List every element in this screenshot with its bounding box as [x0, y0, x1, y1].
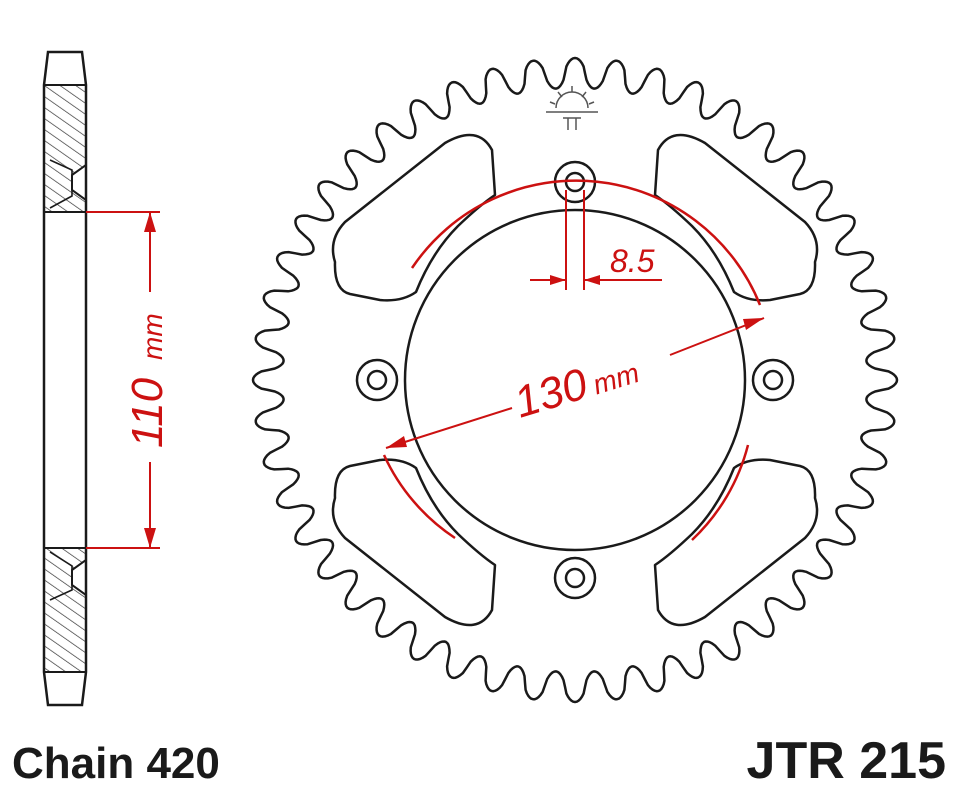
bolt-hole-bottom: [553, 556, 597, 600]
hub-height-value: 110: [123, 377, 172, 448]
side-profile: 110 mm: [42, 50, 172, 707]
hub-height-dimension: 110 mm: [86, 211, 172, 549]
part-number-label: JTR 215: [747, 732, 946, 790]
lightening-slots: [331, 133, 819, 627]
slot-top-left: [331, 133, 497, 302]
sprocket-front-view: 130 mm 8.5: [251, 56, 899, 704]
pcd-dimension: 130 mm: [385, 317, 765, 449]
jt-sun-logo-icon: [546, 86, 598, 130]
slot-top-right: [653, 133, 819, 302]
slot-bottom-left: [331, 458, 497, 627]
pcd-value: 130: [509, 359, 594, 427]
pcd-circle: [382, 179, 762, 541]
bolt-hole-value: 8.5: [610, 243, 655, 279]
sprocket-teeth-outline: [251, 56, 899, 704]
bolt-hole-left: [355, 358, 399, 402]
bolt-hole-dimension: 8.5: [530, 190, 662, 290]
bolt-hole-right: [751, 358, 795, 402]
profile-hatch-top: [43, 84, 87, 213]
pcd-unit: mm: [589, 357, 643, 400]
hub-height-unit: mm: [137, 313, 168, 360]
profile-hatch-bottom: [43, 547, 87, 673]
chain-label: Chain 420: [12, 739, 220, 788]
slot-bottom-right: [653, 458, 819, 627]
center-bore: [403, 208, 747, 552]
